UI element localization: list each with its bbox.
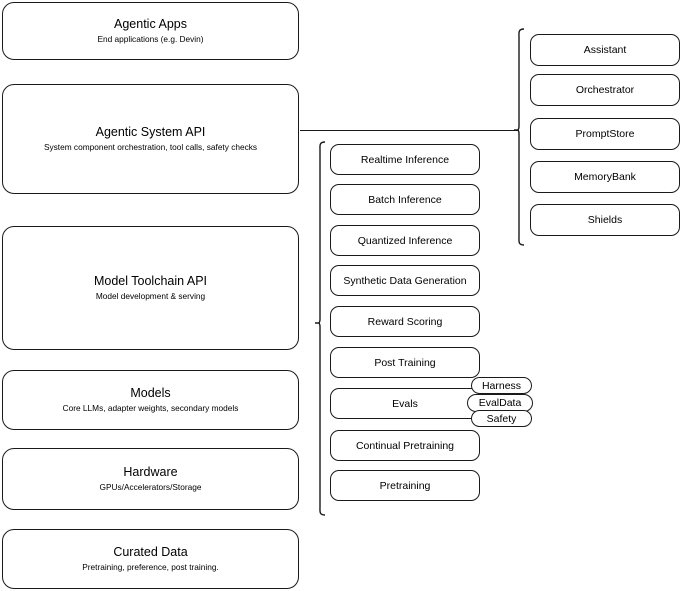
- stack-layer-curated-data[interactable]: Curated Data Pretraining, preference, po…: [2, 529, 299, 589]
- stack-layer-agentic-apps[interactable]: Agentic Apps End applications (e.g. Devi…: [2, 2, 299, 60]
- component-label: Continual Pretraining: [355, 439, 455, 452]
- component-label: Synthetic Data Generation: [343, 274, 467, 287]
- layer-subtitle: Pretraining, preference, post training.: [82, 562, 219, 572]
- system-component-shields[interactable]: Shields: [530, 204, 680, 236]
- stack-layer-hardware[interactable]: Hardware GPUs/Accelerators/Storage: [2, 448, 299, 510]
- toolchain-component-post-training[interactable]: Post Training: [330, 347, 480, 378]
- layer-subtitle: GPUs/Accelerators/Storage: [99, 482, 202, 492]
- stack-layer-model-toolchain-api[interactable]: Model Toolchain API Model development & …: [2, 226, 299, 350]
- toolchain-component-reward-scoring[interactable]: Reward Scoring: [330, 306, 480, 337]
- layer-title: Agentic Apps: [114, 17, 187, 31]
- component-label: Quantized Inference: [357, 234, 453, 247]
- toolchain-component-continual-pretraining[interactable]: Continual Pretraining: [330, 430, 480, 461]
- component-label: PromptStore: [575, 128, 635, 140]
- toolchain-component-synthetic-data-generation[interactable]: Synthetic Data Generation: [330, 265, 480, 296]
- component-label: Evals: [392, 397, 418, 410]
- component-label: MemoryBank: [574, 171, 636, 183]
- layer-subtitle: Core LLMs, adapter weights, secondary mo…: [62, 403, 239, 413]
- system-component-memorybank[interactable]: MemoryBank: [530, 161, 680, 193]
- component-label: Realtime Inference: [360, 153, 450, 166]
- subcomponent-label: Safety: [486, 412, 517, 425]
- subcomponent-label: Harness: [481, 379, 522, 392]
- system-component-promptstore[interactable]: PromptStore: [530, 118, 680, 150]
- toolchain-component-evals[interactable]: Evals: [330, 388, 480, 419]
- toolchain-component-pretraining[interactable]: Pretraining: [330, 470, 480, 501]
- layer-title: Models: [130, 386, 171, 400]
- layer-subtitle: End applications (e.g. Devin): [97, 34, 204, 44]
- brace-system-components: [513, 28, 525, 246]
- component-label: Post Training: [374, 356, 436, 369]
- component-label: Shields: [587, 214, 623, 226]
- toolchain-component-batch-inference[interactable]: Batch Inference: [330, 184, 480, 215]
- system-component-assistant[interactable]: Assistant: [530, 34, 680, 66]
- stack-layer-models[interactable]: Models Core LLMs, adapter weights, secon…: [2, 370, 299, 430]
- component-label: Assistant: [583, 44, 627, 56]
- toolchain-component-quantized-inference[interactable]: Quantized Inference: [330, 225, 480, 256]
- system-component-orchestrator[interactable]: Orchestrator: [530, 74, 680, 106]
- layer-title: Model Toolchain API: [93, 274, 208, 288]
- layer-title: Agentic System API: [95, 125, 206, 139]
- layer-title: Hardware: [123, 465, 178, 479]
- layer-subtitle: System component orchestration, tool cal…: [43, 142, 258, 152]
- component-label: Reward Scoring: [367, 315, 443, 328]
- subcomponent-label: EvalData: [478, 397, 522, 409]
- brace-toolchain-components: [314, 141, 326, 516]
- component-label: Pretraining: [379, 479, 431, 492]
- layer-title: Curated Data: [113, 545, 188, 559]
- eval-subcomponent-safety[interactable]: Safety: [471, 410, 532, 427]
- component-label: Orchestrator: [575, 84, 635, 96]
- stack-layer-agentic-system-api[interactable]: Agentic System API System component orch…: [2, 84, 299, 194]
- eval-subcomponent-harness[interactable]: Harness: [471, 377, 532, 394]
- toolchain-component-realtime-inference[interactable]: Realtime Inference: [330, 144, 480, 175]
- component-label: Batch Inference: [368, 193, 442, 206]
- layer-subtitle: Model development & serving: [95, 291, 206, 301]
- connector-system-api-to-components: [300, 130, 519, 131]
